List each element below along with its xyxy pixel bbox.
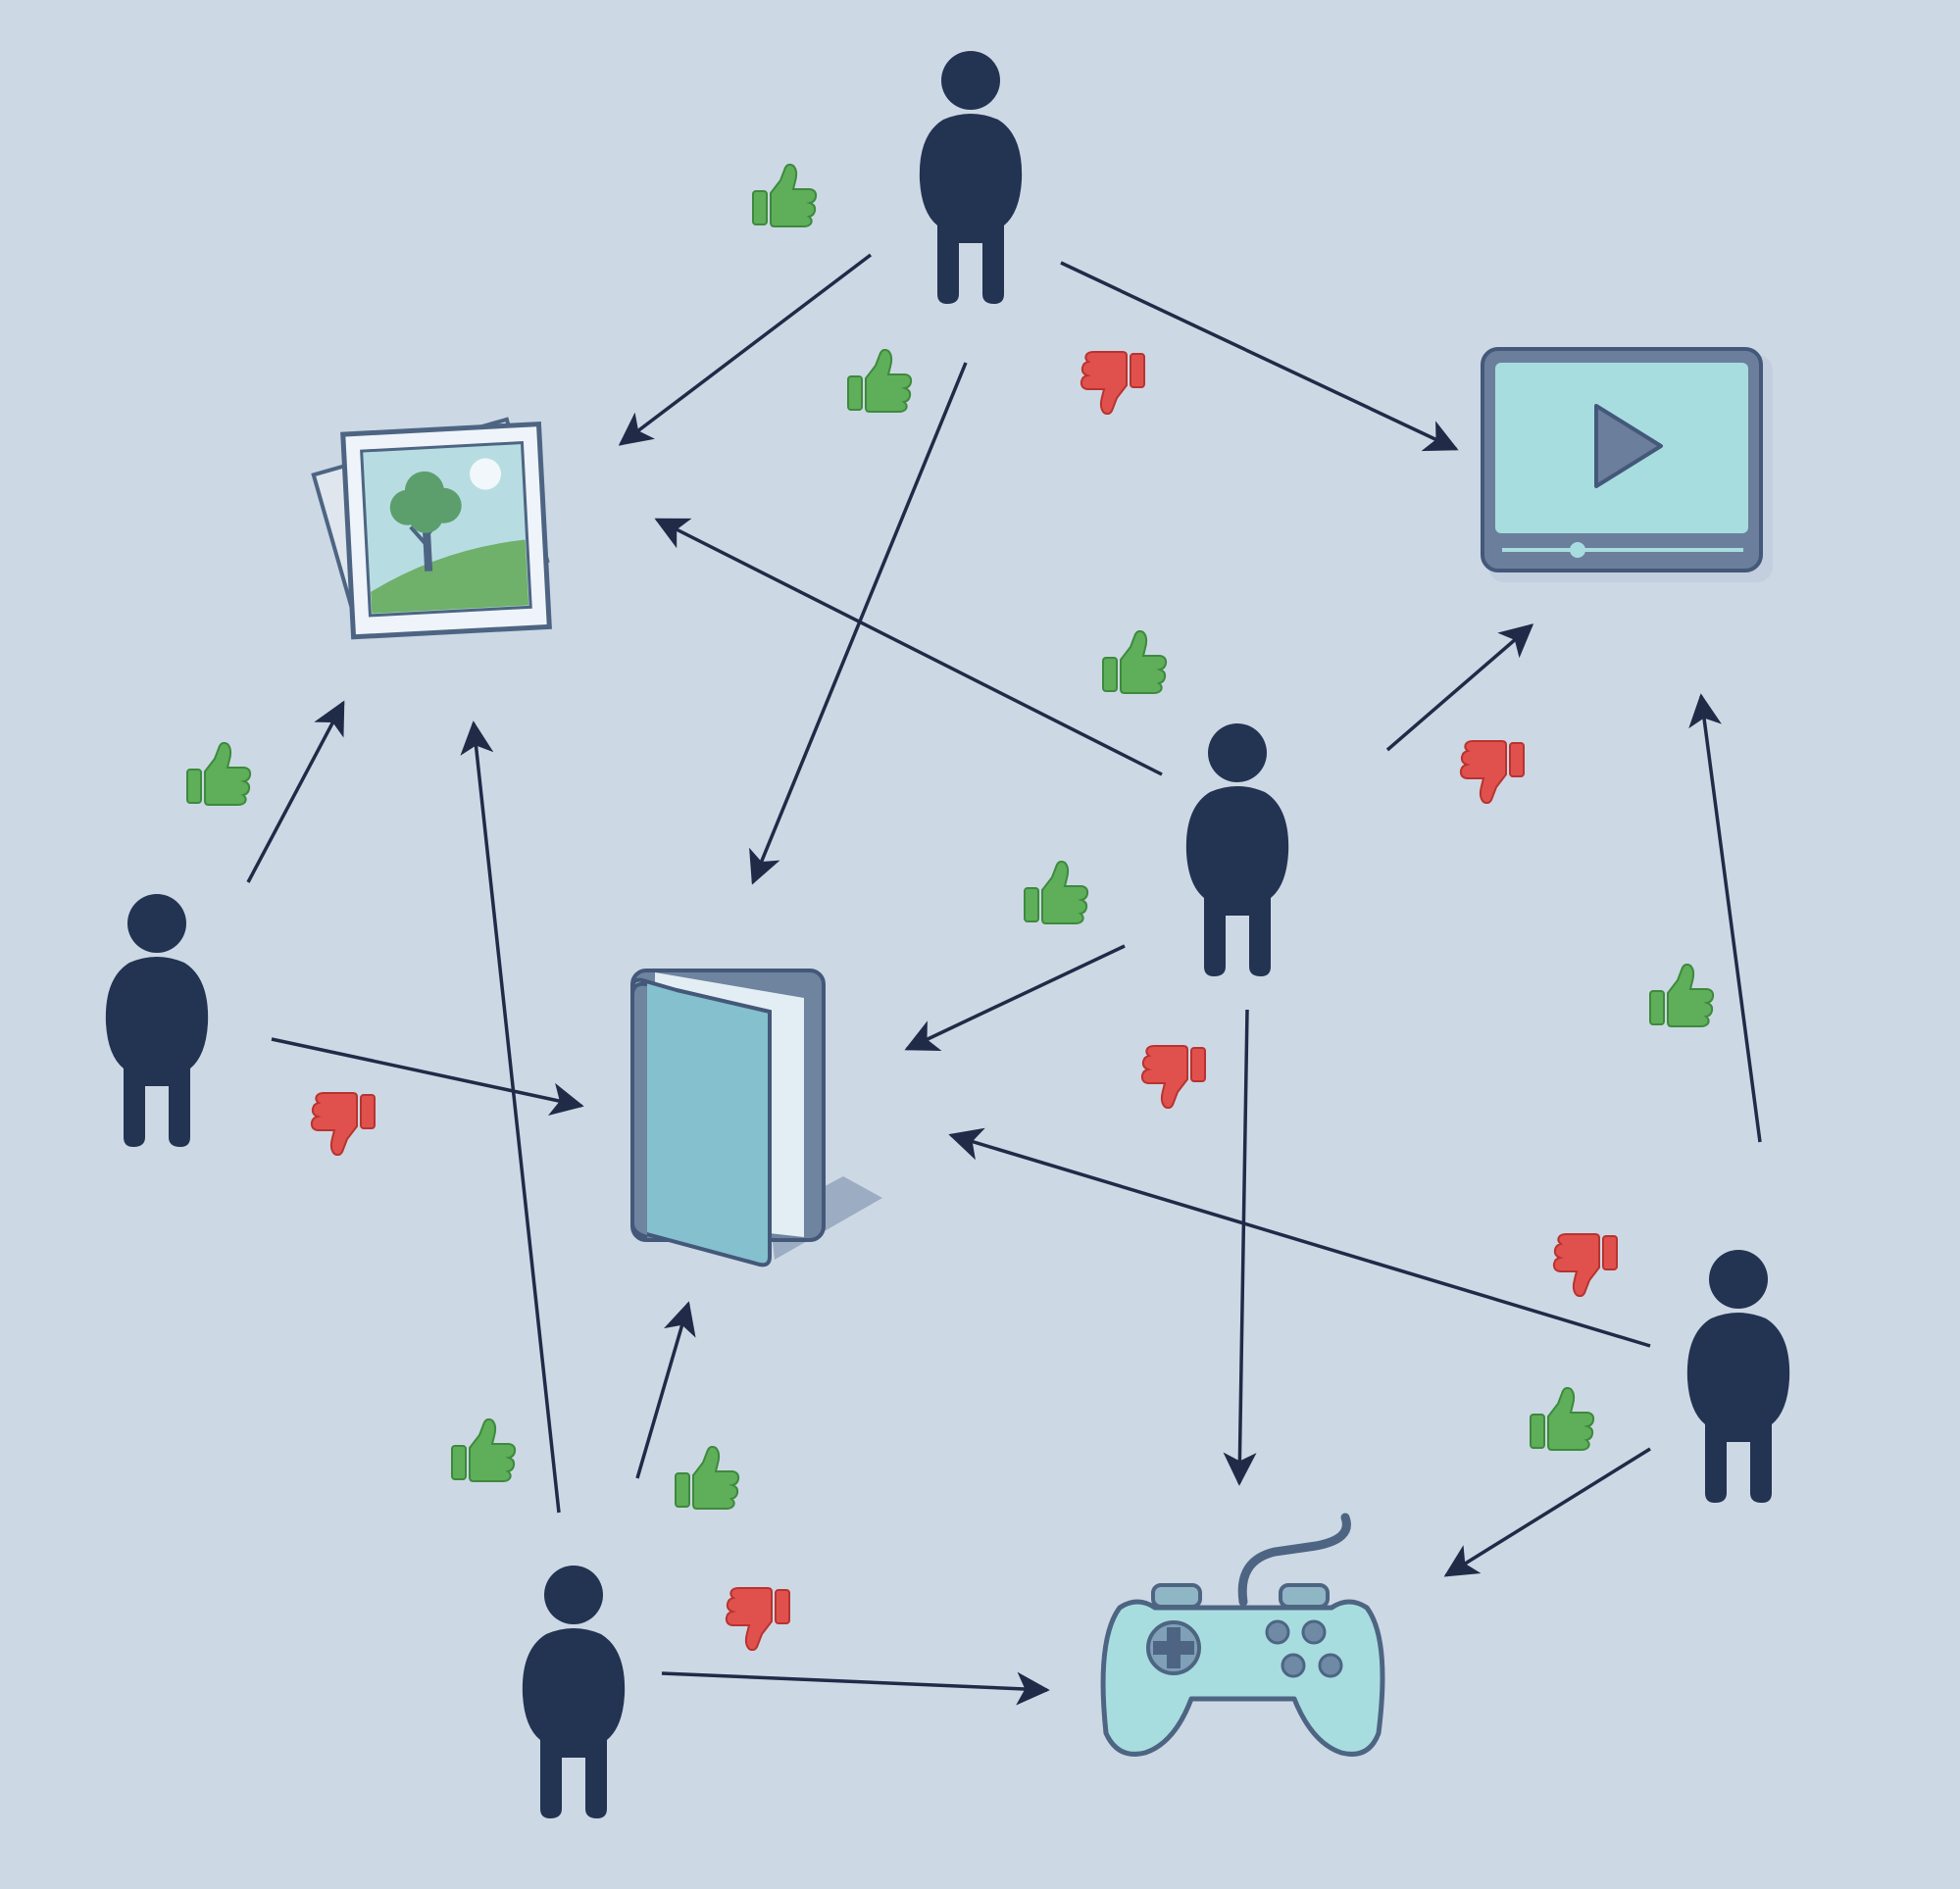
thumbs-up-icon <box>186 742 252 806</box>
interaction-arrows <box>246 253 1762 1706</box>
book-icon <box>630 969 882 1268</box>
arrow-user5-video <box>1688 693 1762 1143</box>
arrow-user4-book <box>635 1301 696 1479</box>
arrow-user1-video <box>1060 261 1459 452</box>
arrow-user3-game <box>1223 1009 1257 1486</box>
thumbs-up-icon <box>1024 861 1089 924</box>
arrow-user3-book <box>904 944 1126 1052</box>
user-2-person-icon <box>105 894 209 1147</box>
arrow-user3-photo <box>654 518 1163 776</box>
arrow-user5-book <box>948 1127 1651 1348</box>
thumbs-down-icon <box>1080 351 1145 415</box>
thumbs-down-icon <box>1552 1233 1618 1297</box>
user-4-person-icon <box>522 1566 626 1818</box>
thumbs-down-icon <box>310 1092 376 1156</box>
photo-icon <box>311 417 552 640</box>
thumbs-down-icon <box>1140 1045 1206 1109</box>
thumbs-up-icon <box>1649 964 1715 1027</box>
thumbs-up-icon <box>752 164 818 227</box>
thumbs-up-icon <box>1102 630 1168 694</box>
user-3-person-icon <box>1185 723 1289 976</box>
user-5-person-icon <box>1686 1250 1790 1503</box>
arrow-user1-photo <box>618 253 873 446</box>
thumbs-down-icon <box>725 1587 790 1651</box>
arrow-user5-game <box>1443 1447 1651 1577</box>
arrow-user2-photo <box>246 700 345 883</box>
arrow-user4-photo <box>460 721 561 1514</box>
thumbs-down-icon <box>1459 740 1525 804</box>
thumbs-up-icon <box>451 1418 517 1482</box>
arrow-user4-game <box>661 1671 1050 1706</box>
gamepad-icon <box>1100 1513 1385 1757</box>
thumbs-up-icon <box>847 349 913 413</box>
arrow-user3-video <box>1385 623 1534 752</box>
thumbs-up-icon <box>1530 1387 1595 1451</box>
user-1-person-icon <box>919 51 1023 304</box>
thumbs-up-icon <box>675 1446 740 1510</box>
arrow-user2-book <box>271 1037 584 1117</box>
video-player-icon <box>1481 347 1773 582</box>
